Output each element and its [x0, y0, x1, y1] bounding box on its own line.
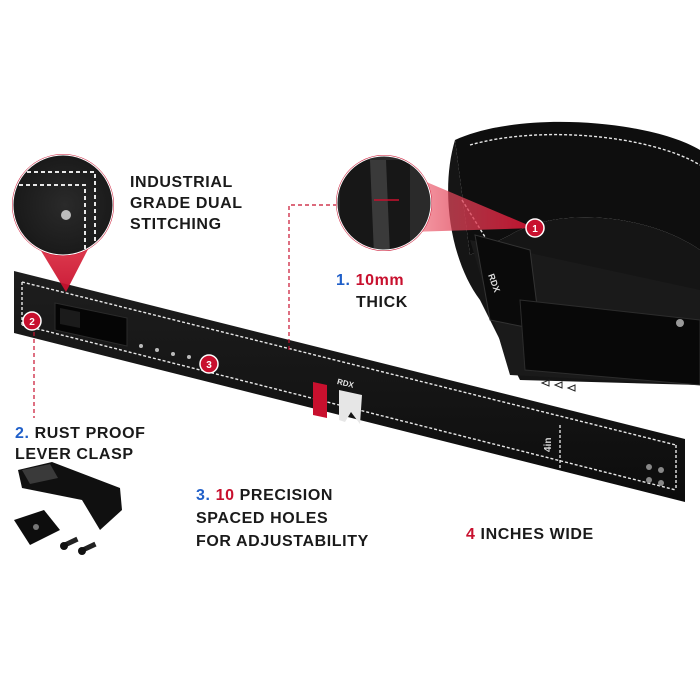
thickness-number: 1. — [336, 272, 351, 289]
width-callout: 4 INCHES WIDE — [466, 524, 666, 545]
holes-line-3: FOR ADJUSTABILITY — [196, 533, 369, 550]
badge-2 — [22, 311, 42, 331]
clasp-line-2: LEVER CLASP — [15, 446, 134, 463]
arrow-markers — [540, 379, 576, 392]
thickness-value: 10mm — [355, 272, 405, 289]
curved-belt: RDX — [448, 121, 700, 386]
holes-line-2: SPACED HOLES — [196, 510, 329, 527]
zoom-cone-thickness — [410, 175, 535, 232]
holes-line-1: PRECISION — [239, 487, 334, 504]
clasp-number: 2. — [15, 425, 30, 442]
leader-lines — [33, 204, 336, 418]
zoom-stitching — [12, 154, 114, 256]
badge-3-number: 3 — [206, 360, 212, 371]
holes-number: 3. — [196, 487, 211, 504]
badge-1-number: 1 — [532, 224, 538, 235]
clasp-callout: 2. RUST PROOF LEVER CLASP — [15, 423, 205, 465]
stitching-callout: INDUSTRIAL GRADE DUAL STITCHING — [130, 172, 300, 235]
clasp-hardware — [14, 462, 122, 555]
badge-1 — [525, 218, 545, 238]
width-number: 4 — [466, 526, 476, 543]
stitching-line-1: INDUSTRIAL — [130, 174, 233, 191]
badge-3 — [199, 354, 219, 374]
zoom-thickness — [336, 155, 432, 251]
width-measure-label: 4in — [543, 437, 554, 452]
thickness-callout: 1. 10mm THICK — [336, 270, 456, 314]
thickness-line-2: THICK — [356, 294, 408, 311]
holes-callout: 3. 10 PRECISION SPACED HOLES FOR ADJUSTA… — [196, 484, 456, 553]
width-text: INCHES WIDE — [480, 526, 594, 543]
stitching-line-2: GRADE DUAL — [130, 195, 243, 212]
badge-2-number: 2 — [29, 317, 35, 328]
clasp-line-1: RUST PROOF — [34, 425, 146, 442]
flat-belt — [14, 271, 685, 502]
holes-count: 10 — [215, 487, 235, 504]
stitching-line-3: STITCHING — [130, 216, 222, 233]
